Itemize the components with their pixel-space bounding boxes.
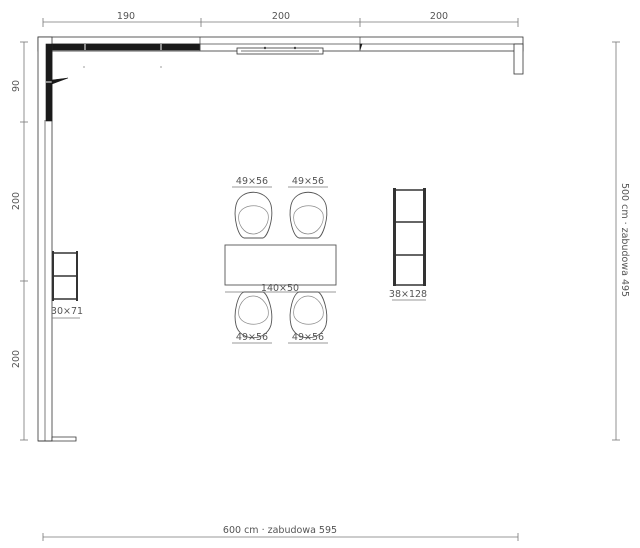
left-dimension: 90 200 200 [11,41,28,441]
right-dim-label: 500 cm · zabudowa 495 [619,183,630,297]
wall-shelf: 30×71 [51,251,83,319]
top-dimension: 190 200 200 [42,11,519,27]
wall-shelf-label: 30×71 [51,306,83,317]
top-counter [37,36,524,75]
top-dim-label-3: 200 [430,11,448,22]
dining-table: 140×50 [224,244,337,294]
bookcase: 38×128 [389,188,427,301]
top-dim-label-2: 200 [272,11,290,22]
chair-label-top-left: 49×56 [236,176,268,187]
chair-bottom-left: 49×56 [232,291,273,344]
left-counter [37,36,77,442]
left-dim-label-2: 200 [11,192,22,210]
bottom-dim-label: 600 cm · zabudowa 595 [223,525,337,536]
chair-bottom-right: 49×56 [288,291,328,344]
chair-label-bottom-right: 49×56 [292,332,324,343]
left-dim-label-1: 90 [11,80,22,92]
chair-top-right: 49×56 [288,176,328,239]
table-label: 140×50 [261,283,299,294]
bottom-dimension: 600 cm · zabudowa 595 [42,525,519,541]
right-dimension: 500 cm · zabudowa 495 [612,41,630,441]
top-dim-label-1: 190 [117,11,135,22]
left-dim-label-3: 200 [11,350,22,368]
chair-label-bottom-left: 49×56 [236,332,268,343]
bookcase-label: 38×128 [389,289,427,300]
chair-label-top-right: 49×56 [292,176,324,187]
chair-top-left: 49×56 [232,176,273,239]
